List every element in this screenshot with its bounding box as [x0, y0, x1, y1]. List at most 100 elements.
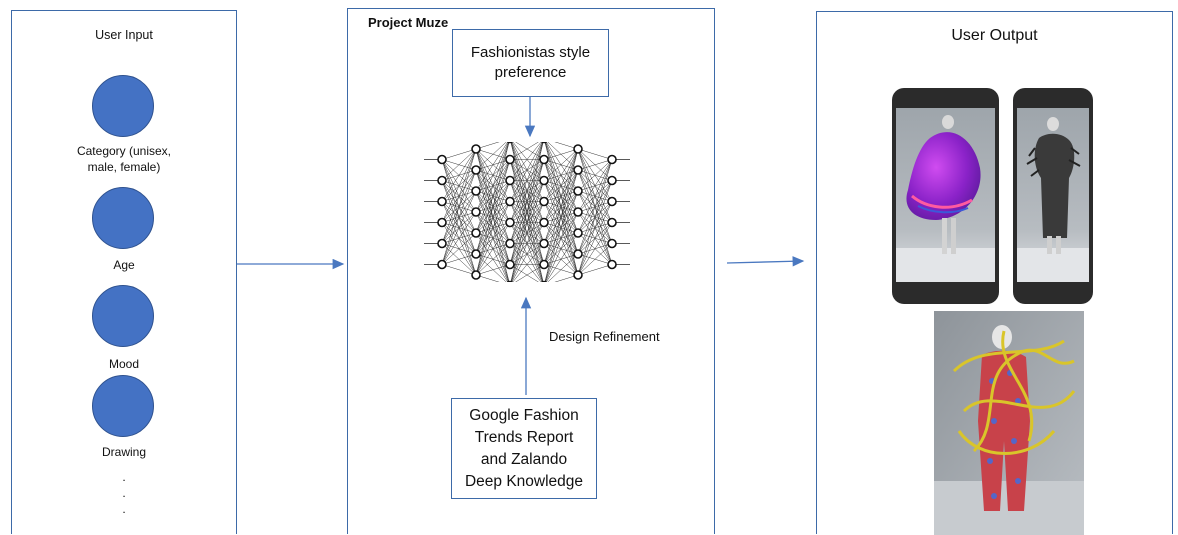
phone-mockup-right	[1013, 88, 1093, 304]
network-connection	[441, 148, 477, 265]
network-node	[539, 217, 549, 228]
project-muze-panel: Project Muze Fashionistas style preferen…	[347, 8, 715, 534]
network-node	[539, 259, 549, 270]
phone-mockup-left	[892, 88, 999, 304]
network-connection	[511, 201, 545, 282]
network-node	[506, 142, 514, 144]
network-connection	[441, 148, 477, 223]
network-node	[437, 238, 447, 249]
style-preference-box: Fashionistas style preference	[452, 29, 609, 97]
black-garment-render	[1017, 108, 1089, 282]
network-node	[540, 280, 548, 282]
network-connection	[475, 142, 509, 192]
garment-render-photo	[934, 311, 1084, 535]
network-connection	[543, 148, 579, 265]
phone-screen-right	[1017, 108, 1089, 282]
network-connection	[441, 190, 477, 265]
network-connection	[544, 142, 579, 276]
network-node	[471, 144, 481, 154]
network-connection	[515, 264, 545, 282]
network-node	[607, 175, 617, 186]
network-connection	[577, 159, 613, 213]
network-node	[573, 165, 583, 175]
network-connection	[544, 169, 579, 282]
style-preference-text: Fashionistas style preference	[470, 44, 591, 81]
network-node	[607, 217, 617, 228]
trends-knowledge-text: Google Fashion Trends Report and Zalando…	[464, 406, 584, 490]
mood-input-circle[interactable]	[92, 285, 154, 347]
network-connection	[577, 243, 613, 276]
network-connection	[554, 142, 579, 150]
network-connection	[577, 159, 613, 171]
purple-garment-render	[896, 108, 995, 282]
network-connection	[441, 169, 477, 265]
user-input-title: User Input	[95, 28, 153, 42]
network-node	[539, 196, 549, 207]
network-node	[573, 207, 583, 217]
network-connection	[441, 148, 477, 181]
network-connection	[441, 148, 477, 202]
network-node	[471, 249, 481, 259]
network-node	[505, 154, 515, 165]
network-connection	[475, 148, 510, 282]
arrow-muze-to-output	[726, 256, 805, 267]
network-node	[505, 175, 515, 186]
network-connection	[543, 148, 579, 160]
network-connection	[577, 159, 613, 192]
network-connection	[545, 211, 579, 282]
network-connection	[441, 211, 477, 265]
network-connection	[577, 222, 613, 276]
drawing-label: Drawing	[101, 445, 146, 459]
network-connection	[512, 243, 545, 282]
network-node	[573, 270, 583, 280]
category-input-circle[interactable]	[92, 75, 154, 137]
network-connection	[577, 159, 613, 276]
network-node	[573, 186, 583, 196]
age-input-circle[interactable]	[92, 187, 154, 249]
project-muze-title: Project Muze	[368, 15, 449, 30]
network-connection	[577, 180, 613, 276]
network-connection	[544, 190, 579, 282]
network-node	[471, 207, 481, 217]
network-connection	[441, 253, 477, 265]
network-node	[505, 196, 515, 207]
network-node	[437, 154, 447, 165]
network-node	[573, 228, 583, 238]
network-connection	[543, 148, 579, 244]
network-node	[505, 238, 515, 249]
network-connection	[543, 148, 579, 202]
network-connection	[577, 264, 613, 276]
network-node	[471, 165, 481, 175]
network-connection	[577, 159, 613, 255]
network-connection	[509, 142, 544, 244]
network-connection	[511, 222, 545, 282]
network-connection	[510, 142, 544, 282]
network-connection	[475, 264, 511, 276]
muze-internal-arrows	[520, 97, 536, 395]
network-connection	[509, 142, 542, 181]
network-connection	[475, 159, 511, 276]
network-connection	[543, 148, 579, 223]
user-output-panel: User Output	[816, 11, 1173, 535]
drawing-input-circle[interactable]	[92, 375, 154, 437]
more-inputs-ellipsis: . . .	[122, 470, 126, 516]
network-connection	[475, 201, 511, 276]
network-connection	[441, 232, 477, 265]
mood-label: Mood	[108, 357, 140, 371]
user-input-panel: User Input Category (unisex, male, femal…	[11, 10, 237, 534]
network-connection	[441, 148, 477, 244]
network-node	[437, 217, 447, 228]
neural-network-diagram	[424, 142, 630, 282]
network-node	[506, 280, 514, 282]
network-node	[607, 238, 617, 249]
network-connection	[509, 142, 539, 160]
network-connection	[475, 274, 500, 282]
design-refinement-label: Design Refinement	[549, 329, 660, 344]
network-node	[505, 217, 515, 228]
network-node	[539, 154, 549, 165]
network-connection	[554, 274, 579, 282]
network-node	[437, 175, 447, 186]
network-connection	[475, 142, 500, 150]
network-connection	[475, 180, 511, 276]
